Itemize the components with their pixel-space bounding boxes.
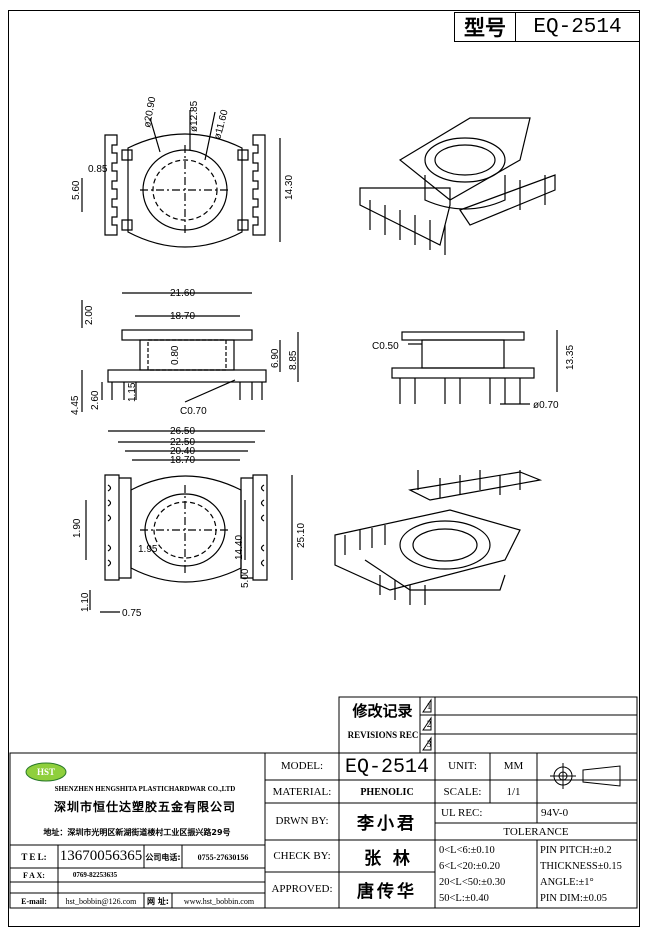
- tel-label: T E L:: [21, 852, 47, 862]
- revisions-subtitle: REVISIONS REC: [347, 730, 419, 740]
- email-value: hst_bobbin@126.com: [65, 896, 137, 906]
- model-row-value: EQ-2514: [344, 755, 429, 779]
- dim-right-2: 13.35: [565, 345, 576, 370]
- isometric-view-top: [359, 117, 556, 255]
- material-label: MATERIAL:: [272, 786, 332, 798]
- dim-top-2: ø12.85: [189, 100, 200, 132]
- technical-drawing: ø20.90 ø12.85 ø11.60 0.85 5.60 14.30 21.…: [70, 96, 576, 619]
- revision-mark-3: 3: [426, 739, 432, 749]
- dim-side-9: 1.15: [127, 382, 138, 402]
- dim-bottom-8: 25.10: [296, 523, 307, 548]
- tolerance-right-4: PIN DIM:±0.05: [540, 893, 608, 904]
- drawing-sheet: [8, 10, 640, 927]
- dim-bottom-1: 26.50: [170, 426, 195, 437]
- dim-side-5: 6.90: [270, 348, 281, 368]
- check-value: 张 林: [364, 848, 410, 869]
- web-label: 网 址:: [147, 896, 169, 906]
- dim-top-4: 0.85: [88, 164, 108, 175]
- model-row-label: MODEL:: [280, 760, 324, 772]
- revision-mark-1: 1: [426, 701, 432, 711]
- scale-label: SCALE:: [443, 786, 482, 798]
- company-phone-value: 0755-27630156: [197, 852, 249, 862]
- dim-side-8: 2.60: [90, 390, 101, 410]
- email-label: E-mail:: [21, 896, 47, 906]
- tolerance-left-2: 6<L<20:±0.20: [439, 861, 501, 872]
- tolerance-right-2: THICKNESS±0.15: [540, 861, 622, 872]
- tel-value: 13670056365: [59, 847, 143, 864]
- dim-side-10: C0.70: [180, 406, 207, 417]
- web-value: www.hst_bobbin.com: [183, 896, 255, 906]
- company-logo: [25, 762, 67, 782]
- revisions-title: 修改记录: [352, 701, 413, 720]
- dim-bottom-11: 0.75: [122, 608, 142, 619]
- model-number: EQ-2514: [533, 15, 622, 39]
- projection-symbol-icon: [550, 763, 621, 789]
- company-address: 地址：深圳市光明区新湖街道楼村工业区振兴路29号: [43, 827, 231, 837]
- dim-side-6: 8.85: [288, 350, 299, 370]
- fax-value: 0769-82253635: [72, 871, 118, 879]
- dim-bottom-3: 20.40: [170, 446, 195, 457]
- company-phone-label: 公司电话:: [145, 852, 181, 862]
- dim-bottom-7: 14.40: [234, 535, 245, 560]
- dim-side-4: 0.80: [170, 345, 181, 365]
- check-label: CHECK BY:: [273, 850, 331, 862]
- dim-side-3: 2.00: [84, 305, 95, 325]
- drawn-value: 李小君: [357, 813, 417, 834]
- logo-text: HST: [36, 767, 55, 777]
- material-value: PHENOLIC: [360, 786, 414, 798]
- scale-value: 1/1: [506, 786, 521, 798]
- tolerance-right-3: ANGLE:±1°: [540, 877, 594, 888]
- tolerance-title: TOLERANCE: [503, 825, 569, 838]
- revision-mark-2: 2: [426, 719, 432, 729]
- ul-value: 94V-0: [541, 807, 569, 819]
- company-name-cn: 深圳市恒仕达塑胶五金有限公司: [53, 799, 236, 814]
- dim-side-1: 21.60: [170, 288, 195, 299]
- dim-bottom-5: 1.90: [72, 518, 83, 538]
- isometric-view-bottom: [334, 470, 543, 605]
- dim-bottom-2: 22.50: [170, 437, 195, 448]
- unit-label: UNIT:: [448, 760, 477, 772]
- model-label: 型号: [455, 13, 516, 41]
- ul-label: UL REC:: [441, 807, 483, 819]
- company-name-en: SHENZHEN HENGSHITA PLASTICHARDWAR CO.,LT…: [54, 785, 236, 793]
- dim-bottom-10: 1.10: [80, 592, 91, 612]
- dim-right-3: ø0.70: [533, 400, 559, 411]
- dim-top-6: 14.30: [284, 175, 295, 200]
- dim-right-1: C0.50: [372, 341, 399, 352]
- dim-side-7: 4.45: [70, 395, 81, 415]
- dim-bottom-4: 18.70: [170, 455, 195, 466]
- title-block: 型号 EQ-2514: [454, 12, 640, 42]
- dim-side-2: 18.70: [170, 311, 195, 322]
- approved-value: 唐传华: [357, 881, 417, 902]
- dim-top-1: ø20.90: [142, 96, 158, 129]
- approved-label: APPROVED:: [271, 883, 333, 895]
- bottom-view: [85, 430, 293, 613]
- tolerance-right: PIN PITCH:±0.2 THICKNESS±0.15 ANGLE:±1° …: [540, 843, 637, 907]
- fax-label: F A X:: [23, 870, 45, 880]
- tolerance-left-3: 20<L<50:±0.30: [439, 877, 506, 888]
- tolerance-right-1: PIN PITCH:±0.2: [540, 845, 612, 856]
- dim-top-5: 5.60: [71, 180, 82, 200]
- right-side-view: [391, 330, 558, 405]
- tolerance-left-4: 50<L:±0.40: [439, 893, 489, 904]
- dim-bottom-6: 1.95: [138, 544, 158, 555]
- top-view: [81, 110, 281, 248]
- tolerance-left: 0<L<6:±0.10 6<L<20:±0.20 20<L<50:±0.30 5…: [439, 843, 537, 907]
- tolerance-left-1: 0<L<6:±0.10: [439, 845, 495, 856]
- side-view: [81, 292, 299, 412]
- drawn-label: DRWN BY:: [275, 815, 329, 827]
- dim-bottom-9: 5.00: [240, 568, 251, 588]
- unit-value: MM: [503, 760, 524, 772]
